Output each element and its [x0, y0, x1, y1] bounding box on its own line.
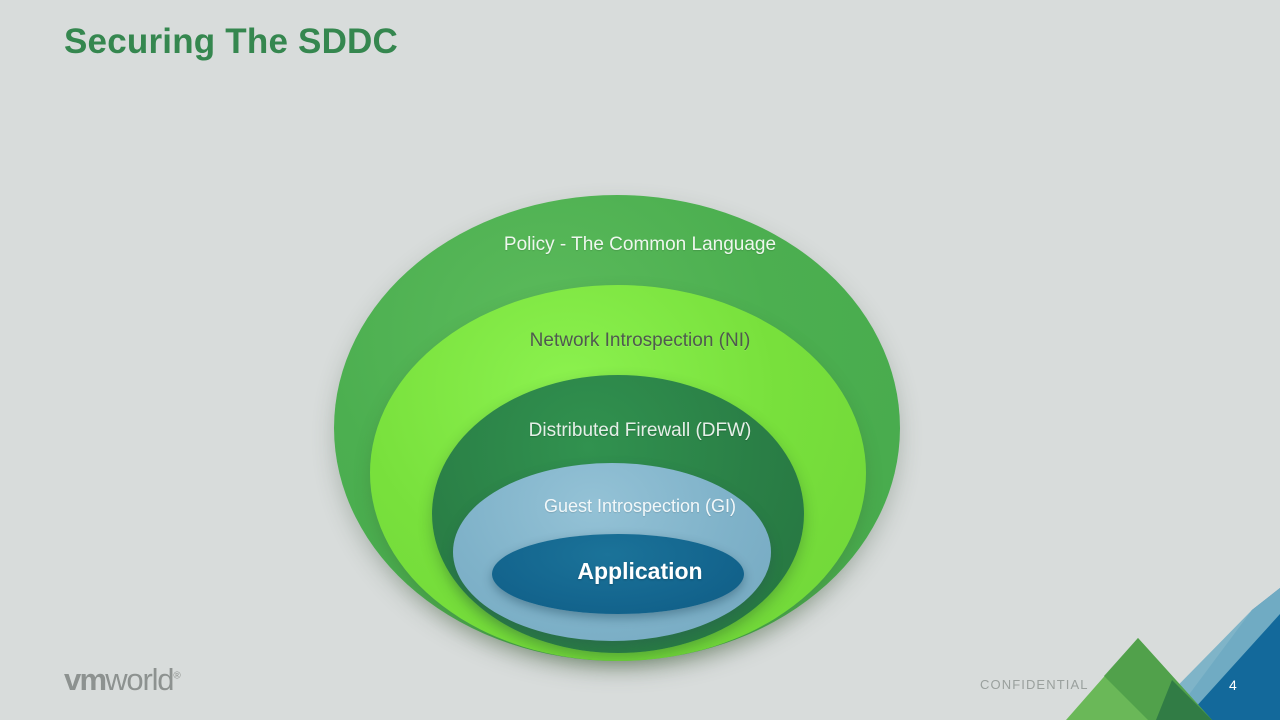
logo-world-text: world [105, 662, 174, 697]
corner-shape-dark-green [1156, 680, 1212, 720]
registered-trademark-icon: ® [173, 670, 181, 682]
confidential-label: CONFIDENTIAL [980, 677, 1089, 692]
vmworld-logo: vmworld® [64, 664, 181, 695]
page-title: Securing The SDDC [64, 22, 399, 61]
corner-decoration-graphic [1060, 588, 1280, 720]
ellipse-application [492, 534, 744, 614]
slide-number: 4 [1229, 677, 1237, 693]
logo-vm-text: vm [64, 662, 107, 697]
